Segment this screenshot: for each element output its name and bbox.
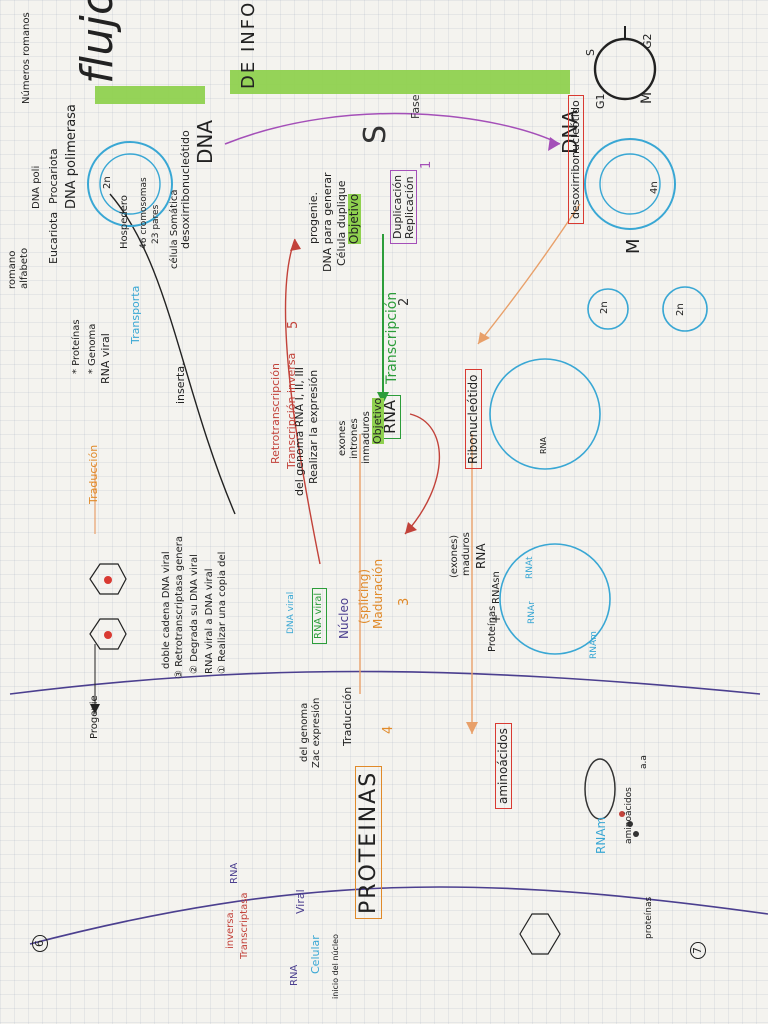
step4-desc1: Zac expresión	[311, 697, 322, 768]
rna-mature-rnasn: RNAsn	[491, 571, 502, 604]
fr-nucleo: inicio del núcleo	[331, 934, 340, 999]
step1-desc2: DNA para generar	[321, 172, 334, 272]
nucleus-boundary-left	[9, 670, 761, 695]
step5-label1: Transcripción inversa	[285, 352, 298, 469]
aminoacidos-box: aminoácidos	[495, 723, 512, 809]
rna-mature-maduros: maduros	[461, 532, 472, 576]
nucleus-boundary-right	[29, 886, 768, 945]
step3-label1: Maduración	[371, 558, 385, 629]
rna-mid-desc1: Realizar la expresión	[307, 369, 320, 484]
bl-dnapol: DNA polimerasa	[64, 104, 79, 209]
bl-genoma: * Genoma	[87, 323, 98, 374]
title-rest: DE INFORMACIÓN GENÉTICA	[238, 0, 259, 89]
dna-left-sub: desoxirribonucleótido	[179, 130, 192, 249]
dna-46: 46 cromosomas	[139, 177, 149, 249]
ribo-right-amino: aminoácidos	[624, 787, 634, 844]
step4-label: Traducción	[341, 686, 354, 746]
viral-rna-viral: RNA viral	[312, 587, 327, 644]
step1-objetivo: Objetivo	[347, 193, 361, 244]
viral-bullet3: ③ Retrotranscriptasa genera	[174, 536, 185, 679]
cell-m: M	[623, 238, 644, 254]
step3-nucleo: Núcleo	[337, 597, 351, 639]
rna-mature-proteinas: Proteínas	[487, 605, 498, 652]
dna-2n: 2n	[102, 176, 113, 189]
step3-num: 3	[397, 597, 412, 606]
cycle-m: M	[639, 91, 655, 104]
ribo-word: Ribonucleótido	[465, 369, 482, 469]
rna-mature-rna: RNA	[474, 543, 488, 569]
dna-left-word: DNA	[193, 119, 217, 164]
rna-mid-intrones: intrones	[349, 418, 360, 459]
viral-progenie: Progenie	[89, 695, 100, 739]
dna-top-sub: desoxirribonucleótido	[568, 95, 584, 224]
cycle-s: S	[584, 49, 597, 56]
bl-nums: Números romanos	[21, 12, 32, 104]
fr-rna: RNA	[229, 862, 240, 884]
bl-proc: Procariota	[47, 148, 60, 204]
step1-desc1: Célula duplique	[335, 180, 348, 266]
viral-bullet2: ② Degrada su DNA viral	[189, 554, 200, 674]
phase-letter: S	[358, 124, 393, 144]
ribo-right-aa: a.a	[639, 755, 649, 769]
bl-euc: Eucariota	[47, 211, 60, 264]
bl-trad: Traducción	[87, 444, 100, 504]
viral-dna-viral: DNA viral	[286, 591, 296, 634]
bl-rna-viral: RNA viral	[99, 333, 112, 384]
proteinas-box: PROTEINAS	[355, 765, 383, 919]
bl-alph: alfabeto	[19, 247, 30, 289]
dna-left-sub2: célula Somática	[169, 189, 180, 269]
step1-box2: Replicación	[402, 176, 416, 239]
cycle-g1: G1	[594, 93, 607, 109]
bl-dnapoli: DNA poli	[31, 165, 42, 209]
step5-label2: Retrotranscripción	[269, 363, 282, 464]
bl-hosp: Hospedero	[119, 195, 130, 249]
step2-label: Transcripción	[384, 291, 400, 384]
step1-desc3: progenie.	[307, 191, 320, 244]
rna-mature-rnam: RNAm	[589, 631, 599, 659]
fr-inversa: inversa.	[225, 909, 236, 949]
fr-viral: Viral	[294, 889, 307, 914]
viral-bullet1: ① Realizar una copia del	[217, 551, 228, 674]
fr-celular: Celular	[309, 935, 322, 974]
cell-2n-a: 2n	[599, 301, 610, 314]
fr-trans: Transcriptasa	[239, 892, 250, 959]
fr-rna2: RNA	[289, 964, 300, 986]
ribo-right-rnam: RNAm	[594, 816, 608, 854]
ribo-cell-label: RNA	[539, 436, 548, 454]
step4-num: 4	[381, 725, 396, 734]
viral-inserta: inserta.	[174, 362, 187, 404]
bl-prot: * Proteínas	[71, 319, 82, 374]
rna-mature-rnar: RNAr	[527, 601, 537, 624]
rna-mid-objetivo: Objetivo	[371, 397, 384, 444]
step5-num: 5	[286, 320, 301, 329]
rna-mature-rnat: RNAt	[525, 556, 535, 579]
page-left-number: 6	[32, 935, 48, 952]
rna-mid-exones: exones	[337, 420, 348, 456]
cell-2n-b: 2n	[675, 303, 686, 316]
cell-4n: 4n	[649, 181, 660, 194]
title-flujo: flujo	[72, 0, 123, 84]
step2-num: 2	[397, 297, 412, 306]
step1-box1: Duplicación	[391, 174, 404, 239]
page-right-number: 7	[690, 942, 706, 959]
step1-num: 1	[419, 160, 434, 169]
phase-note: Fase	[409, 94, 422, 119]
dna-23: 23 pares	[151, 204, 161, 244]
ribo-right-prot: proteínas	[644, 896, 654, 939]
step3-label2: (splicing)	[357, 568, 371, 624]
viral-bullet1b: RNA viral a DNA viral	[204, 568, 215, 674]
step4-desc2: del genoma	[299, 702, 310, 762]
cycle-g2: G2	[641, 33, 654, 49]
viral-bullet3b: doble cadena DNA viral	[161, 551, 172, 669]
rna-mature-exones: (exones)	[449, 534, 460, 578]
bl-transporta: Transporta	[129, 285, 142, 344]
bl-roman: romano	[7, 250, 18, 289]
